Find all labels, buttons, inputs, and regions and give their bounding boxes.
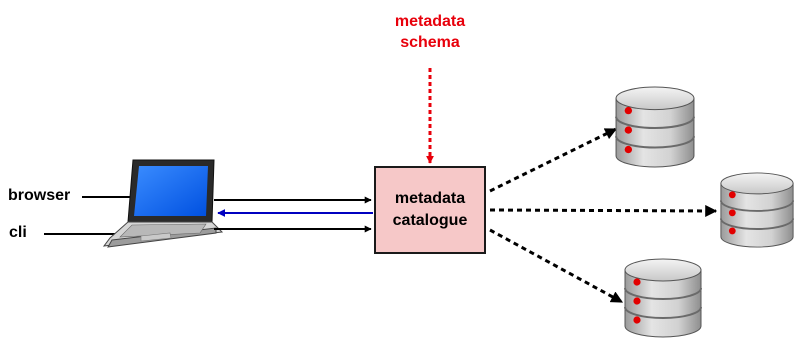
schema-label-line1: metadata bbox=[394, 13, 466, 30]
database-icon bbox=[719, 171, 795, 249]
storage-arrow-middle bbox=[489, 204, 718, 217]
database-icon bbox=[623, 258, 703, 338]
storage-arrow-bottom bbox=[489, 228, 624, 304]
database-icon bbox=[614, 86, 696, 168]
cli-label: cli bbox=[9, 224, 27, 241]
laptop-icon bbox=[102, 159, 224, 248]
schema-label: metadata schema bbox=[384, 11, 476, 53]
catalogue-label-line1: metadata bbox=[394, 190, 466, 207]
metadata-catalogue-box: metadata catalogue bbox=[374, 166, 486, 254]
catalogue-label-line2: catalogue bbox=[392, 212, 468, 229]
browser-label: browser bbox=[8, 187, 71, 204]
storage-arrow-top bbox=[489, 127, 618, 193]
schema-label-line2: schema bbox=[400, 34, 460, 51]
